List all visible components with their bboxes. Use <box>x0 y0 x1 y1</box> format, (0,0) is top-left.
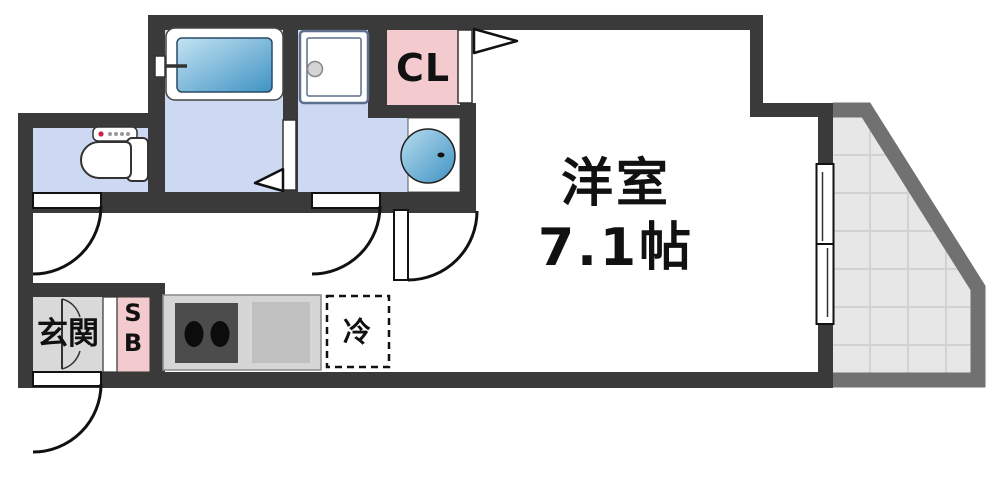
kitchen-counter <box>162 294 322 371</box>
shoe-box-label-b: B <box>124 329 142 357</box>
wall-segment <box>750 103 833 117</box>
wall-segment <box>18 372 833 388</box>
wash-basin <box>400 128 456 184</box>
entrance-door <box>32 371 103 454</box>
wall-segment <box>148 15 165 192</box>
wall-segment <box>750 15 763 117</box>
refrigerator-label: 冷 <box>343 316 371 349</box>
toilet-door <box>32 192 103 276</box>
main-room-size-label: 7.1帖 <box>538 218 694 278</box>
wall-segment <box>368 30 387 118</box>
basin-faucet-icon <box>437 152 445 158</box>
balcony <box>833 102 986 388</box>
room-labels: 洋室 7.1帖 CL 玄関 S B 冷 <box>37 46 694 357</box>
main-room-name-label: 洋室 <box>561 154 671 214</box>
toilet-bowl <box>80 141 132 179</box>
closet-door <box>457 27 519 104</box>
door-swing-flag-icon <box>472 27 519 55</box>
burner-icon <box>184 321 204 347</box>
burner-icon <box>210 321 230 347</box>
toilet <box>80 126 149 182</box>
shoe-box-label-s: S <box>124 299 141 327</box>
wall-segment <box>368 105 476 118</box>
entrance-step <box>61 296 118 373</box>
kitchen-sink <box>252 302 310 363</box>
closet-floor <box>387 30 458 105</box>
balcony-window <box>815 163 835 325</box>
wall-segment <box>150 283 165 372</box>
bath-faucet-icon <box>154 55 187 78</box>
washing-machine-pan <box>298 29 370 105</box>
wall-segment <box>18 283 163 297</box>
closet-label: CL <box>396 46 450 90</box>
door-swing-flag-icon <box>253 167 285 193</box>
entrance-label: 玄関 <box>37 316 99 352</box>
entrance-floor <box>23 297 105 372</box>
refrigerator-space <box>325 294 391 369</box>
wall-segment <box>148 15 763 30</box>
bathtub <box>154 27 284 101</box>
wall-segment <box>18 113 165 128</box>
bathroom-door <box>253 119 297 193</box>
balcony-wall <box>833 102 986 388</box>
kitchen-door <box>393 209 479 282</box>
drain-icon <box>306 60 324 78</box>
washroom-door <box>311 192 382 276</box>
wall-segment <box>18 113 33 388</box>
wall-segment <box>460 103 476 213</box>
